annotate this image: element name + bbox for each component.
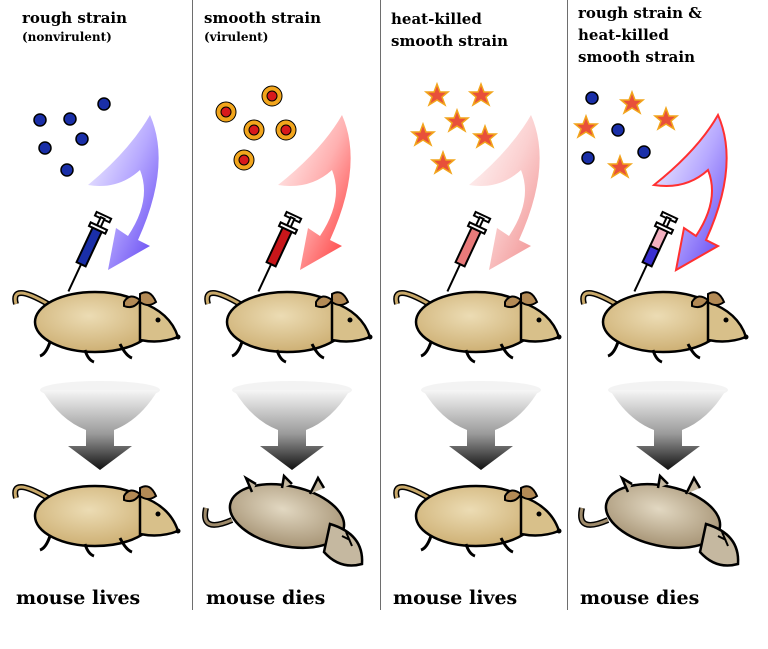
dead-mouse-icon: [202, 473, 364, 567]
funnel-arrow-icon: [40, 381, 160, 470]
panel-title-line3: smooth strain: [578, 48, 695, 66]
syringe-icon: [446, 210, 492, 292]
mouse-icon: [12, 484, 181, 558]
panel-title-line1: heat-killed: [391, 10, 482, 28]
panel-title-line2: heat-killed: [578, 26, 669, 44]
result-label: mouse lives: [393, 587, 518, 609]
panel-title-line2: (virulent): [204, 30, 269, 44]
panel-heat-killed-smooth: heat-killed smooth strain: [381, 0, 573, 649]
rough-cells: [581, 91, 651, 165]
funnel-arrow-icon: [421, 381, 541, 470]
panel-divider: [380, 0, 381, 610]
curved-arrow-icon: [651, 112, 728, 272]
panel-title-line1: rough strain &: [578, 4, 702, 22]
mouse-icon: [204, 290, 373, 364]
result-label: mouse dies: [580, 587, 700, 609]
smooth-cells: [215, 85, 297, 171]
funnel-arrow-icon: [232, 381, 352, 470]
panel-illustration: [202, 85, 373, 567]
panel-divider: [192, 0, 193, 610]
curved-arrow-icon: [88, 115, 159, 270]
panel-title-line1: rough strain: [22, 9, 128, 27]
syringe-icon: [633, 210, 679, 292]
mouse-icon: [12, 290, 181, 364]
panel-divider: [567, 0, 568, 610]
heat-killed-cells: [572, 89, 680, 179]
panel-title-line2: smooth strain: [391, 32, 508, 50]
panel-smooth-strain: smooth strain (virulent): [192, 0, 384, 649]
curved-arrow-icon: [469, 115, 540, 270]
rough-cells: [33, 97, 111, 177]
panel-illustration: [393, 81, 562, 558]
panel-rough-strain: rough strain (nonvirulent): [0, 0, 192, 649]
mouse-icon: [393, 484, 562, 558]
result-label: mouse lives: [16, 587, 141, 609]
panel-illustration: [12, 97, 181, 558]
panel-title-line2: (nonvirulent): [22, 30, 112, 44]
panel-title: heat-killed smooth strain: [391, 8, 508, 52]
panel-title: smooth strain (virulent): [204, 8, 321, 46]
panel-title: rough strain (nonvirulent): [22, 8, 127, 46]
panel-title-line1: smooth strain: [204, 9, 321, 27]
mouse-icon: [393, 290, 562, 364]
curved-arrow-icon: [278, 115, 351, 270]
panel-rough-plus-heat-killed: rough strain & heat-killed smooth strain: [568, 0, 760, 649]
syringe-icon: [257, 210, 303, 292]
panel-title: rough strain & heat-killed smooth strain: [578, 2, 702, 68]
panel-illustration: [572, 89, 749, 567]
heat-killed-cells: [409, 81, 499, 175]
funnel-arrow-icon: [608, 381, 728, 470]
syringe-icon: [67, 210, 113, 292]
result-label: mouse dies: [206, 587, 326, 609]
dead-mouse-icon: [578, 473, 740, 567]
mouse-icon: [580, 290, 749, 364]
